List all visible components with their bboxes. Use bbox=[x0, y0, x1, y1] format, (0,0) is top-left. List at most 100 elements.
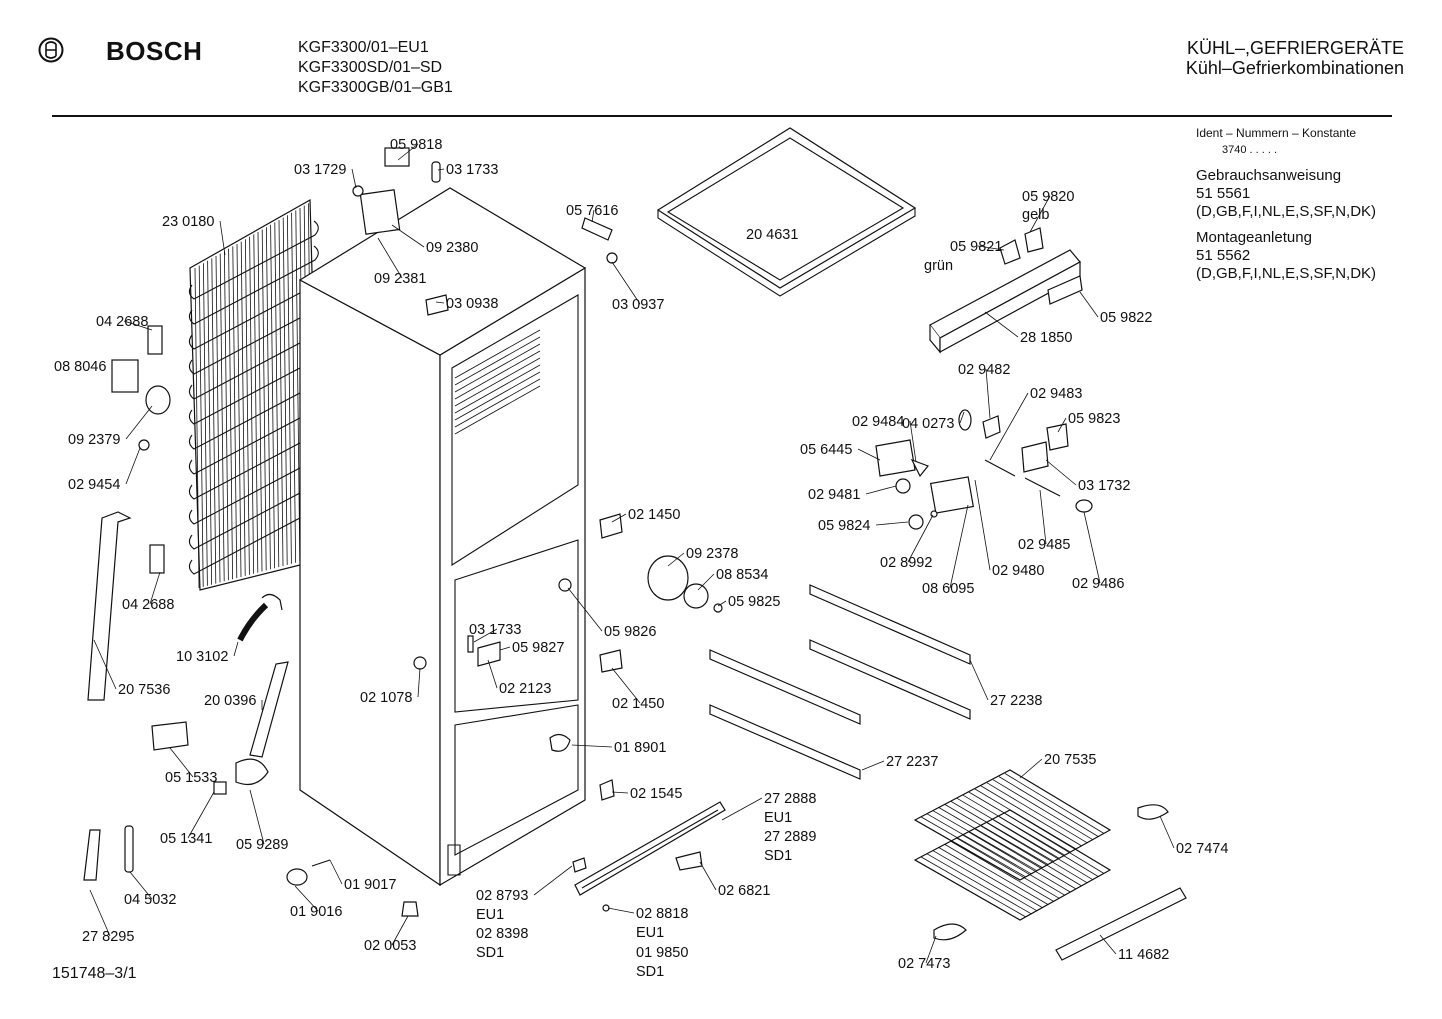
part-number-label: 02 9485 bbox=[1018, 537, 1070, 553]
model-number: KGF3300/01–EU1 bbox=[298, 39, 429, 56]
part-number-label: 03 1733 bbox=[469, 622, 521, 638]
leader-line bbox=[391, 224, 425, 248]
part-number-label: 03 1732 bbox=[1078, 478, 1130, 494]
leader-line bbox=[875, 521, 909, 526]
coil-fin bbox=[291, 212, 296, 563]
part-number-label: 03 0937 bbox=[612, 297, 664, 313]
shelf-wire bbox=[920, 816, 1026, 878]
part-number-label: 03 1733 bbox=[446, 162, 498, 178]
shelf-wire bbox=[920, 856, 1026, 918]
part-number-label: 08 8046 bbox=[54, 359, 106, 375]
shelf-wire bbox=[956, 797, 1060, 859]
leader-line bbox=[1019, 758, 1043, 779]
leader-line bbox=[473, 628, 498, 643]
part-number-label: 20 7536 bbox=[118, 682, 170, 698]
leader-line bbox=[219, 220, 226, 256]
coil-fin bbox=[194, 267, 200, 589]
leader-line bbox=[437, 168, 445, 171]
part-number-label: 09 2378 bbox=[686, 546, 738, 562]
shelf-wire bbox=[992, 819, 1094, 881]
leader-line bbox=[249, 789, 265, 845]
part-number-label: 02 8398 bbox=[476, 926, 528, 942]
cabinet-rib bbox=[454, 350, 541, 400]
coil-fin bbox=[261, 229, 267, 571]
leader-line bbox=[187, 791, 215, 839]
leader-line bbox=[857, 448, 881, 461]
coil-fin bbox=[282, 217, 288, 565]
category-title: KÜHL–,GEFRIERGERÄTE bbox=[1186, 38, 1404, 58]
cabinet-rib bbox=[454, 371, 541, 421]
coil-fin bbox=[270, 224, 275, 569]
part-number-label: 05 9822 bbox=[1100, 310, 1152, 326]
leader-line bbox=[89, 889, 111, 937]
leader-line bbox=[125, 447, 141, 485]
part-number-label: EU1 bbox=[764, 810, 792, 826]
leader-line bbox=[969, 659, 989, 701]
leader-line bbox=[861, 760, 885, 771]
shelf-wire bbox=[950, 841, 1054, 902]
part-number-label: 05 6445 bbox=[800, 442, 852, 458]
coil-fin bbox=[219, 253, 225, 582]
shelf-wire bbox=[980, 785, 1082, 847]
shelf-wire bbox=[950, 801, 1054, 862]
leader-line bbox=[1099, 934, 1117, 955]
leader-line bbox=[397, 143, 419, 161]
leader-line bbox=[591, 209, 595, 223]
leader-lines bbox=[89, 143, 1175, 964]
header-divider bbox=[52, 115, 1392, 117]
leader-line bbox=[1039, 489, 1047, 545]
part-number-label: 05 9824 bbox=[818, 518, 870, 534]
shelf-wire bbox=[998, 776, 1099, 837]
part-number-label: 27 2888 bbox=[764, 791, 816, 807]
part-number-label: SD1 bbox=[476, 945, 504, 961]
cabinet-rib bbox=[454, 329, 541, 379]
part-number-label: 02 0053 bbox=[364, 938, 416, 954]
coil-fin bbox=[249, 236, 254, 574]
leader-line bbox=[611, 261, 641, 305]
leader-line bbox=[697, 573, 715, 591]
coil-fin bbox=[198, 265, 204, 587]
coil-fin bbox=[236, 243, 242, 578]
part-number-label: 02 8992 bbox=[880, 555, 932, 571]
part-number-label: 04 5032 bbox=[124, 892, 176, 908]
part-number-label: 01 9017 bbox=[344, 877, 396, 893]
part-number-label: 05 9826 bbox=[604, 624, 656, 640]
leader-line bbox=[974, 479, 991, 571]
part-number-label: grün bbox=[924, 258, 953, 274]
part-number-label: 20 7535 bbox=[1044, 752, 1096, 768]
part-number-label: 09 2380 bbox=[426, 240, 478, 256]
part-number-label: SD1 bbox=[636, 964, 664, 980]
coil-fin bbox=[278, 219, 284, 567]
part-number-label: 02 9454 bbox=[68, 477, 120, 493]
cabinet-drawing bbox=[298, 187, 587, 887]
leader-line bbox=[125, 405, 153, 440]
part-number-label: 02 2123 bbox=[499, 681, 551, 697]
part-number-label: 27 2238 bbox=[990, 693, 1042, 709]
leader-line bbox=[925, 935, 937, 964]
leader-line bbox=[949, 504, 969, 589]
shelf-wire bbox=[1004, 813, 1105, 874]
leader-line bbox=[909, 420, 917, 463]
part-number-label: 20 4631 bbox=[746, 227, 798, 243]
coil-fin bbox=[207, 260, 212, 585]
leader-line bbox=[567, 587, 603, 632]
part-number-label: 27 2889 bbox=[764, 829, 816, 845]
shelf-wire bbox=[1004, 773, 1105, 834]
install-languages: (D,GB,F,I,NL,E,S,SF,N,DK) bbox=[1196, 265, 1377, 282]
leader-line bbox=[1159, 815, 1175, 849]
leader-line bbox=[391, 915, 409, 946]
drawing-number: 151748–3/1 bbox=[52, 965, 137, 982]
part-number-label: 01 9016 bbox=[290, 904, 342, 920]
leader-line bbox=[435, 301, 445, 304]
part-number-label: 04 2688 bbox=[96, 314, 148, 330]
part-number-label: 01 9850 bbox=[636, 945, 688, 961]
part-number-label: 02 7473 bbox=[898, 956, 950, 972]
leader-line bbox=[611, 791, 629, 794]
part-number-label: 05 9821 bbox=[950, 239, 1002, 255]
wire-shelves-drawing bbox=[913, 769, 1112, 921]
leader-line bbox=[611, 513, 627, 523]
shelf-wire bbox=[914, 859, 1021, 921]
coil-fin bbox=[257, 231, 263, 572]
leader-line bbox=[123, 320, 153, 331]
